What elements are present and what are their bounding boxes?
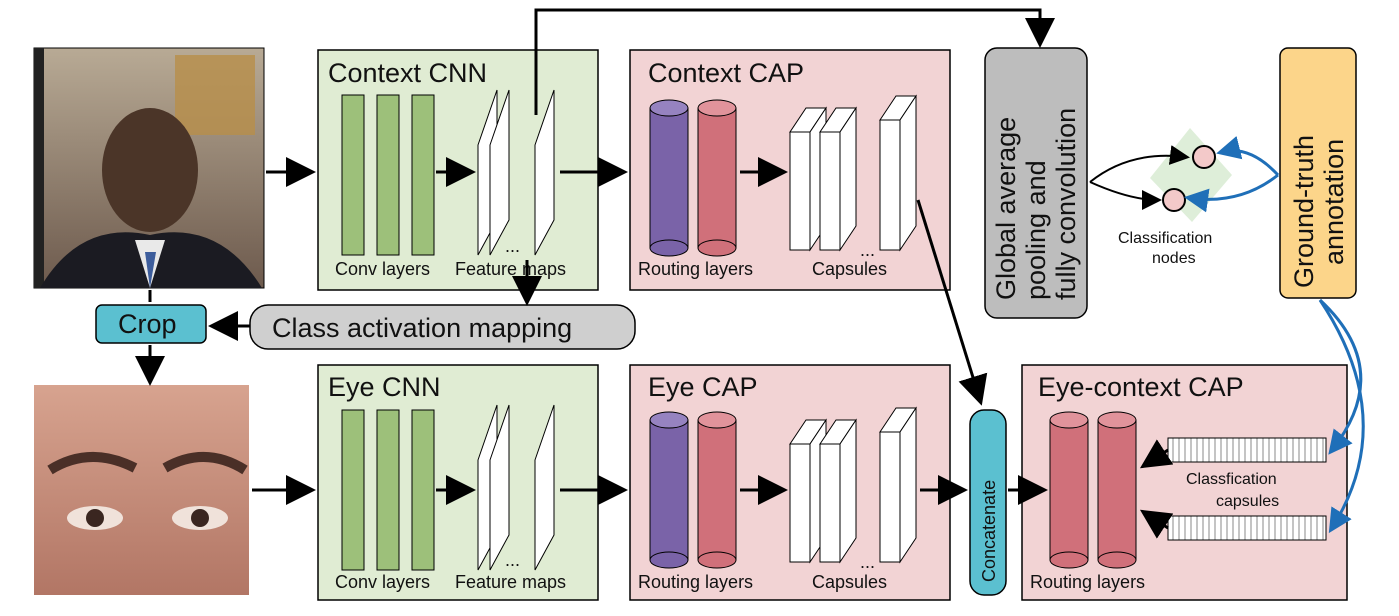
- face-image: [33, 47, 265, 289]
- blue-arrows: [1184, 136, 1365, 534]
- conv-layer: [376, 94, 400, 256]
- classification-nodes-label: Classification: [1118, 230, 1212, 247]
- capsule-block: [879, 94, 917, 252]
- ground-truth-line: Ground-truth: [1289, 135, 1319, 288]
- eye-cap-title: Eye CAP: [648, 372, 758, 402]
- routing-layers-label: Routing layers: [1030, 572, 1145, 592]
- conv-layer: [341, 94, 365, 256]
- routing-layers-label: Routing layers: [638, 259, 753, 279]
- routing-layer-purple: [649, 411, 689, 569]
- gap-line: Global average: [991, 117, 1021, 300]
- routing-layer-red: [1097, 411, 1137, 569]
- capsule-block: [819, 106, 857, 252]
- crop-label: Crop: [118, 309, 177, 339]
- context-cnn-box: Context CNN ... Conv layers Feature maps: [317, 49, 599, 291]
- conv-layers-label: Conv layers: [335, 572, 430, 592]
- context-cap-title: Context CAP: [648, 58, 804, 88]
- conv-layer: [376, 409, 400, 571]
- conv-layer: [411, 94, 435, 256]
- classification-capsule-bar: [1167, 437, 1327, 463]
- eye-context-cap-title: Eye-context CAP: [1038, 372, 1244, 402]
- classification-nodes-label: nodes: [1152, 250, 1196, 267]
- conv-layers-label: Conv layers: [335, 259, 430, 279]
- feature-map: [489, 89, 510, 256]
- concatenate-box: Concatenate: [969, 409, 1007, 596]
- routing-layer-red: [697, 411, 737, 569]
- crop-box: Crop: [95, 304, 207, 344]
- svg-text:...: ...: [505, 550, 520, 570]
- conv-layer: [341, 409, 365, 571]
- global-average-pooling-box: Global average pooling and fully convolu…: [984, 47, 1088, 319]
- class-activation-mapping-box: Class activation mapping: [249, 304, 636, 350]
- conv-layer: [411, 409, 435, 571]
- classification-capsule-bar: [1167, 515, 1327, 541]
- feature-map: [489, 404, 510, 571]
- feature-map: [534, 89, 555, 256]
- classification-capsules-label: capsules: [1216, 493, 1279, 510]
- svg-text:...: ...: [860, 552, 875, 572]
- routing-layer-red: [1049, 411, 1089, 569]
- context-cnn-title: Context CNN: [328, 58, 487, 88]
- context-cap-box: Context CAP ... Routing layers Ca: [629, 49, 951, 291]
- concatenate-label: Concatenate: [979, 480, 999, 582]
- classification-node: [1162, 188, 1186, 212]
- classification-node: [1192, 145, 1216, 169]
- ground-truth-box: Ground-truth annotation: [1279, 47, 1357, 299]
- gap-line: pooling and: [1021, 160, 1051, 300]
- gap-line: fully convolution: [1051, 108, 1081, 300]
- eye-crop-image: [34, 385, 249, 595]
- arrows: [135, 8, 1190, 539]
- cam-label: Class activation mapping: [272, 313, 572, 343]
- eye-cnn-box: Eye CNN ... Conv layers Feature maps: [317, 364, 599, 601]
- routing-layer-red: [697, 99, 737, 257]
- feature-maps-label: Feature maps: [455, 259, 566, 279]
- capsules-label: Capsules: [812, 572, 887, 592]
- routing-layer-purple: [649, 99, 689, 257]
- eye-cnn-title: Eye CNN: [328, 372, 441, 402]
- svg-text:...: ...: [505, 236, 520, 256]
- eye-context-cap-box: Eye-context CAP Classfication capsules R…: [1021, 364, 1348, 601]
- capsule-block: [819, 418, 857, 564]
- capsule-block: [879, 406, 917, 564]
- svg-text:...: ...: [860, 240, 875, 260]
- ground-truth-line: annotation: [1319, 139, 1349, 265]
- capsules-label: Capsules: [812, 259, 887, 279]
- feature-maps-label: Feature maps: [455, 572, 566, 592]
- classification-capsules-label: Classfication: [1186, 471, 1277, 488]
- feature-map: [534, 404, 555, 571]
- routing-layers-label: Routing layers: [638, 572, 753, 592]
- eye-cap-box: Eye CAP ... Routing layers Capsul: [629, 364, 951, 601]
